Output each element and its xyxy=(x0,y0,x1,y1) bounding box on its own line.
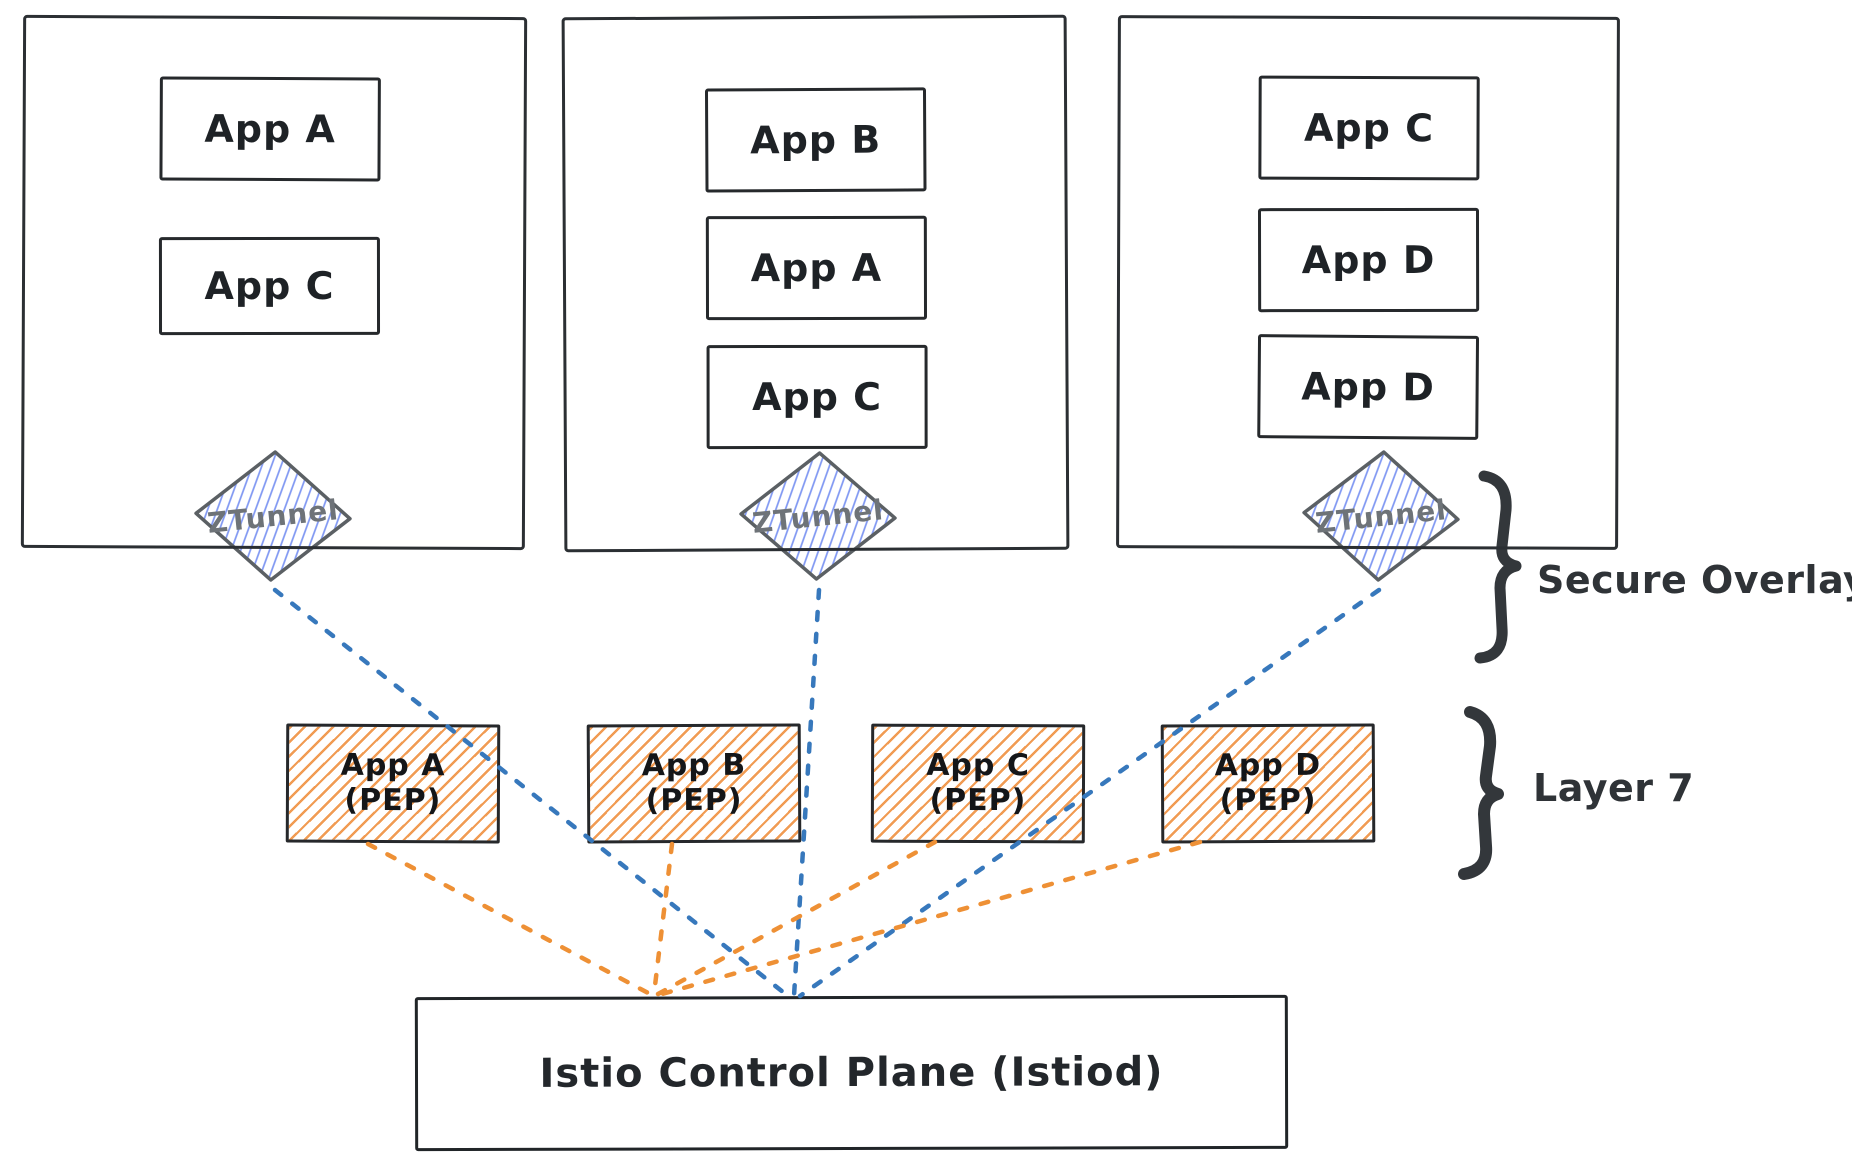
app-box: App D xyxy=(1257,207,1480,313)
app-label: App B xyxy=(750,117,882,163)
node-box-1: App A App C xyxy=(20,14,528,551)
app-box: App C xyxy=(706,344,928,450)
pep-suffix-label: (PEP) xyxy=(929,782,1027,818)
app-label: App A xyxy=(204,106,336,152)
pep-app-label: App B xyxy=(641,747,747,784)
layer7-brace xyxy=(1458,706,1504,880)
pep-box-app-a: App A (PEP) xyxy=(285,723,501,844)
app-label: App D xyxy=(1301,237,1436,283)
secure-overlay-label: Secure Overlay xyxy=(1537,558,1852,602)
node-box-3: App C App D App D xyxy=(1116,15,1620,550)
pep-app-label: App D xyxy=(1214,747,1322,784)
control-plane-label: Istio Control Plane (Istiod) xyxy=(539,1049,1164,1097)
app-box: App C xyxy=(158,236,381,336)
pep-box-app-b: App B (PEP) xyxy=(586,723,802,844)
app-label: App D xyxy=(1301,364,1436,410)
app-label: App C xyxy=(1303,105,1435,151)
control-plane-box: Istio Control Plane (Istiod) xyxy=(414,994,1289,1152)
pep-suffix-label: (PEP) xyxy=(344,782,442,818)
app-box: App B xyxy=(704,87,927,193)
app-box: App A xyxy=(705,215,928,321)
node-box-2: App B App A App C xyxy=(561,14,1070,553)
app-label: App A xyxy=(750,245,883,291)
pep-d-to-istiod-line xyxy=(659,839,1203,997)
app-box: App D xyxy=(1257,334,1480,440)
pep-suffix-label: (PEP) xyxy=(1219,782,1317,818)
pep-app-label: App C xyxy=(926,747,1030,784)
pep-b-to-istiod-line xyxy=(651,841,675,997)
app-label: App C xyxy=(204,263,335,309)
app-box: App C xyxy=(1258,75,1480,181)
pep-app-label: App A xyxy=(340,747,446,784)
pep-c-to-istiod-line xyxy=(655,839,938,997)
pep-box-app-d: App D (PEP) xyxy=(1160,723,1376,844)
pep-box-app-c: App C (PEP) xyxy=(870,723,1086,844)
app-label: App C xyxy=(752,374,883,420)
pep-suffix-label: (PEP) xyxy=(645,782,743,818)
app-box: App A xyxy=(159,76,381,182)
pep-a-to-istiod-line xyxy=(365,841,653,997)
layer7-label: Layer 7 xyxy=(1533,766,1695,810)
